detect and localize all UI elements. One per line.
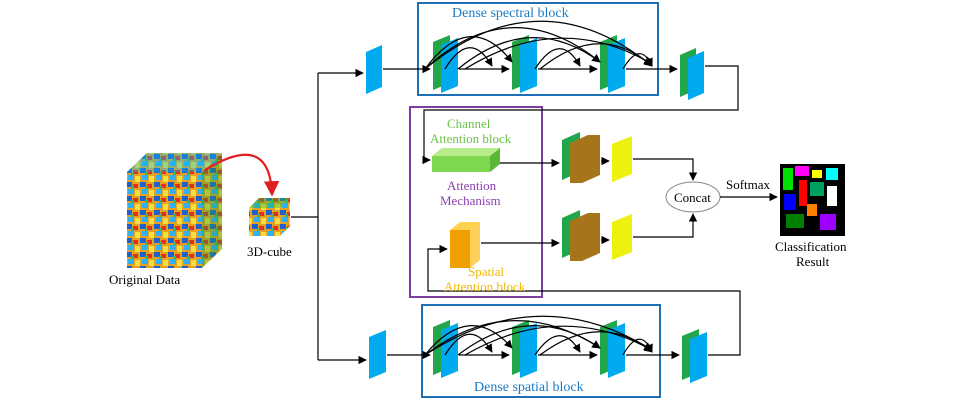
channel-branch-feature-map <box>562 132 600 183</box>
channel-attention-label-line1: Channel <box>447 116 491 131</box>
extraction-arrow <box>204 153 280 197</box>
channel-branch-yellow-map <box>612 136 632 182</box>
classification-result-map <box>780 164 845 236</box>
dense-spatial-block-label: Dense spatial block <box>474 380 584 395</box>
original-data-label: Original Data <box>109 272 181 287</box>
top-dense-layer-3 <box>600 35 625 93</box>
top-dense-layer-1 <box>433 35 458 93</box>
bottom-output-feature-map <box>682 329 707 383</box>
original-data-cube <box>127 153 222 268</box>
dense-spectral-block-label: Dense spectral block <box>452 6 569 21</box>
spatial-branch-feature-map <box>562 210 600 261</box>
bottom-dense-layer-2 <box>512 320 537 378</box>
small-3d-cube <box>249 198 290 236</box>
bottom-input-feature-map <box>369 330 386 379</box>
concat-label: Concat <box>674 190 711 205</box>
bottom-dense-layer-3 <box>600 320 625 378</box>
top-dense-layer-2 <box>512 35 537 93</box>
main-connections <box>291 65 778 365</box>
bottom-dense-layer-1 <box>433 320 458 378</box>
top-output-feature-map <box>680 48 704 100</box>
cube-3d-label: 3D-cube <box>247 244 292 259</box>
spatial-branch-yellow-map <box>612 214 632 260</box>
top-input-feature-map <box>366 45 382 94</box>
attention-mechanism-label-line1: Attention <box>447 178 497 193</box>
softmax-label: Softmax <box>726 177 771 192</box>
classification-result-label-line1: Classification <box>775 239 847 254</box>
dense-spectral-block-frame <box>417 2 659 96</box>
spatial-attention-label-line1: Spatial <box>468 264 505 279</box>
dense-spatial-block-frame <box>421 304 661 398</box>
attention-mechanism-label-line2: Mechanism <box>440 193 501 208</box>
spatial-attention-block-shape <box>450 222 480 268</box>
classification-result-label-line2: Result <box>796 254 830 269</box>
attention-mechanism-frame <box>409 106 543 298</box>
channel-attention-block-shape <box>432 148 500 172</box>
spatial-attention-label-line2: Attention block <box>444 279 526 294</box>
channel-attention-label-line2: Attention block <box>430 131 512 146</box>
bottom-row-arrows <box>387 315 680 360</box>
top-row-arrows <box>383 20 678 74</box>
